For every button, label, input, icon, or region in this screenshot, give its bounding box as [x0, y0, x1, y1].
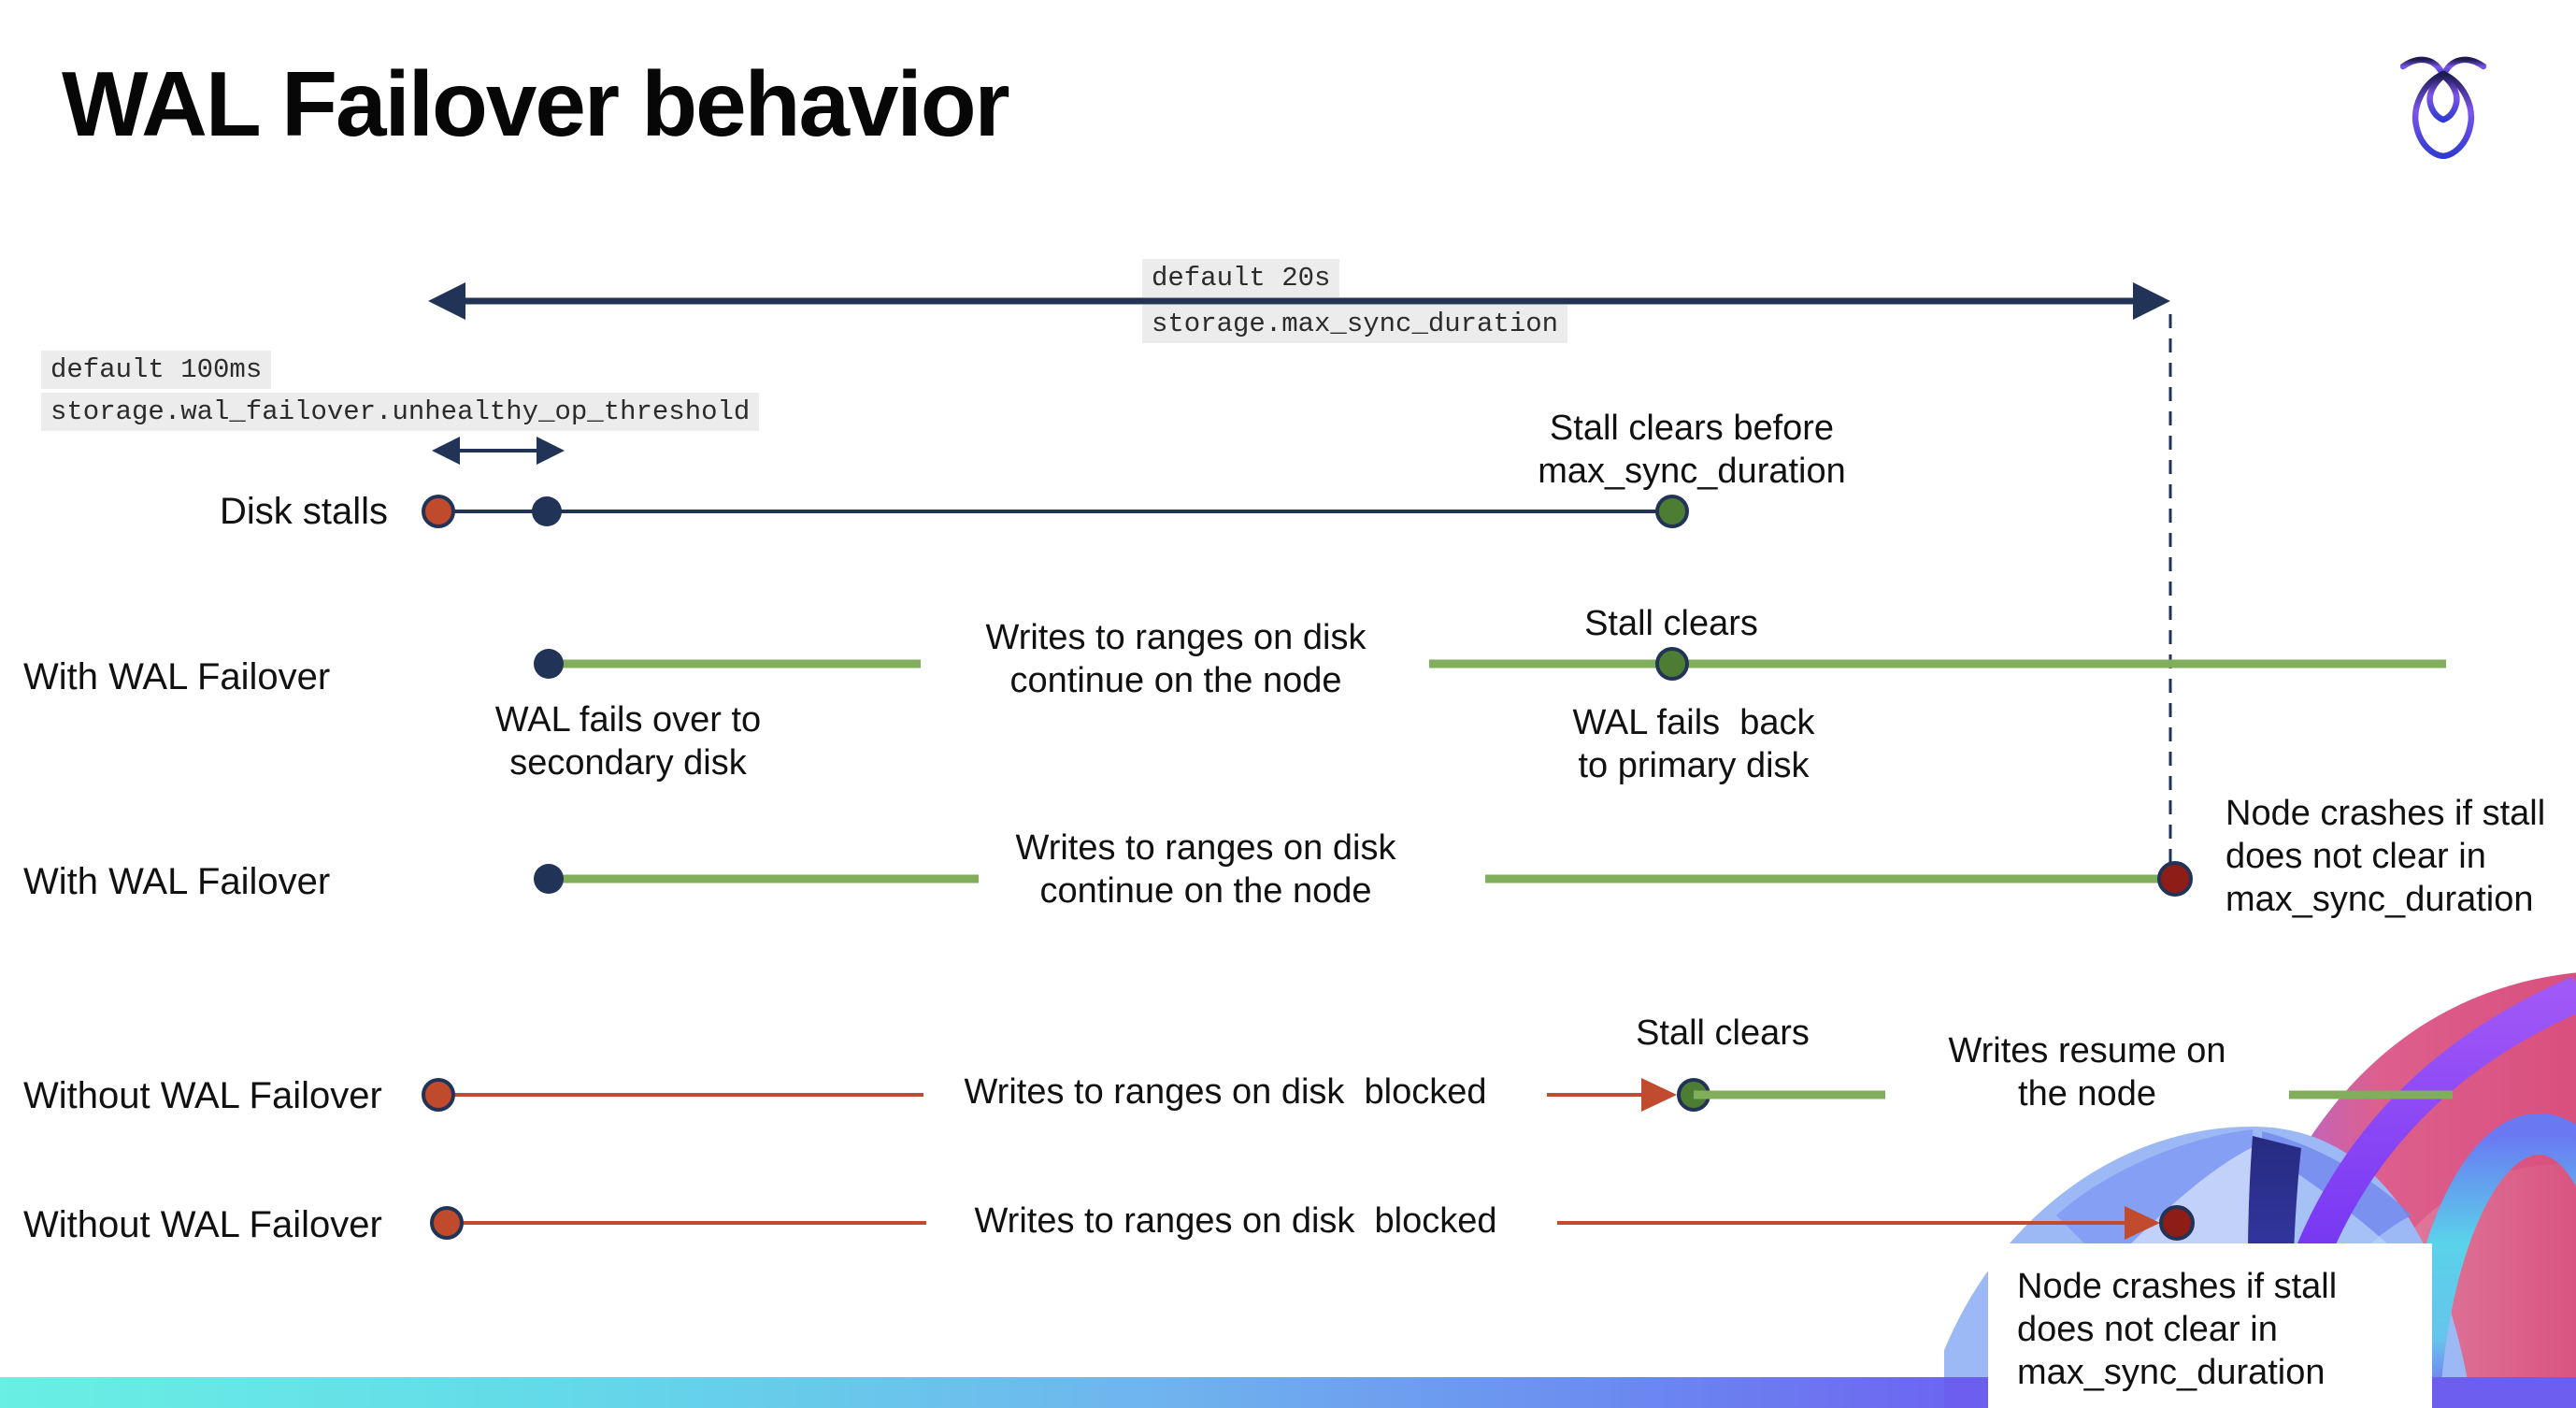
cockroachdb-logo — [2400, 56, 2486, 159]
stall-clears-before-line1: Stall clears before — [1549, 409, 1835, 448]
crash-label-box — [1988, 1243, 2432, 1408]
writes-resume-line2: the node — [2018, 1074, 2156, 1113]
stall-start-dot — [422, 495, 455, 528]
row-label-without-wal-1: Without WAL Failover — [23, 1075, 382, 1116]
unhealthy-op-setting-label: storage.wal_failover.unhealthy_op_thresh… — [41, 393, 760, 432]
stall-clear-dot-row2 — [1655, 647, 1689, 681]
row-label-with-wal-1: With WAL Failover — [23, 656, 331, 697]
red-arrowhead-row4 — [1641, 1078, 1677, 1112]
unhealthy-op-default-label: default 100ms — [41, 351, 272, 390]
cyan-arch — [2398, 1113, 2576, 1408]
crash-dot-row3 — [2157, 861, 2193, 897]
stall-start-dot-row4 — [422, 1078, 455, 1112]
writes-continue-row3-line2: continue on the node — [1039, 871, 1372, 911]
max-sync-setting-label: storage.max_sync_duration — [1142, 305, 1568, 344]
writes-resume-line1: Writes resume on — [1948, 1031, 2226, 1070]
failback-note-line1: WAL fails back — [1572, 703, 1815, 742]
node-crash-row5-line3: max_sync_duration — [2017, 1353, 2326, 1392]
writes-continue-row2-line2: continue on the node — [1009, 661, 1342, 700]
failover-note-line1: WAL fails over to — [494, 700, 762, 740]
row-label-disk-stalls: Disk stalls — [220, 491, 389, 532]
logo-antenna-left — [2400, 56, 2447, 79]
threshold-arrowhead-right — [537, 437, 565, 465]
row-label-with-wal-2: With WAL Failover — [23, 861, 331, 902]
failover-threshold-dot — [532, 496, 562, 526]
node-crash-row3-line2: does not clear in — [2225, 837, 2486, 876]
node-crash-row3-line3: max_sync_duration — [2225, 880, 2534, 919]
max-sync-arrowhead-left — [428, 282, 465, 320]
logo-body — [2411, 70, 2475, 159]
stall-clears-row4: Stall clears — [1636, 1013, 1810, 1053]
red-arrowhead-row5 — [2125, 1206, 2160, 1240]
node-crash-row5-line2: does not clear in — [2017, 1310, 2278, 1349]
writes-continue-row3-line1: Writes to ranges on disk — [1015, 828, 1396, 868]
stall-clear-dot-row1 — [1655, 495, 1689, 528]
page-title: WAL Failover behavior — [62, 52, 1010, 155]
node-crash-row3-line1: Node crashes if stall — [2225, 794, 2546, 833]
writes-continue-row2-line1: Writes to ranges on disk — [985, 618, 1367, 657]
logo-inner-leaf — [2426, 71, 2460, 123]
failover-note-line2: secondary disk — [509, 743, 747, 783]
max-sync-arrowhead-right — [2133, 282, 2170, 320]
writes-blocked-row5: Writes to ranges on disk blocked — [974, 1201, 1497, 1241]
node-crash-row5-line1: Node crashes if stall — [2017, 1267, 2338, 1306]
crash-dot-row5 — [2159, 1205, 2195, 1241]
failback-note-line2: to primary disk — [1578, 746, 1810, 785]
max-sync-default-label: default 20s — [1142, 259, 1340, 298]
failover-dot-row2 — [534, 649, 564, 679]
writes-blocked-row4: Writes to ranges on disk blocked — [964, 1072, 1487, 1112]
threshold-arrowhead-left — [432, 437, 460, 465]
failover-dot-row3 — [534, 864, 564, 894]
stall-clears-before-line2: max_sync_duration — [1538, 452, 1846, 491]
row-label-without-wal-2: Without WAL Failover — [23, 1204, 382, 1245]
stall-clears-row2: Stall clears — [1584, 604, 1758, 643]
stall-start-dot-row5 — [430, 1206, 464, 1240]
logo-antenna-right — [2440, 56, 2486, 79]
